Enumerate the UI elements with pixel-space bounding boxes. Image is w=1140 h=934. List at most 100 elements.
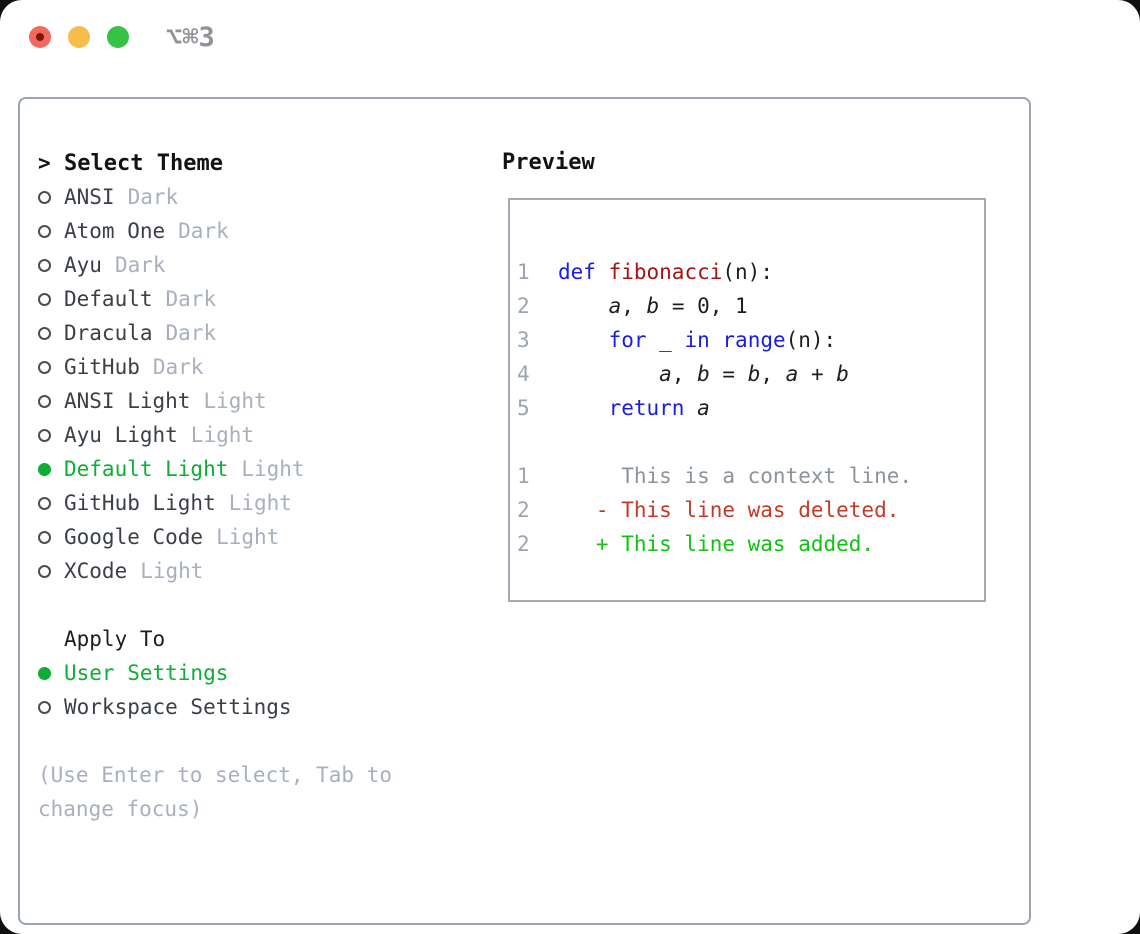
code-text: return a bbox=[558, 391, 710, 425]
preview-title: Preview bbox=[502, 150, 595, 175]
radio-circle bbox=[38, 666, 51, 680]
theme-option[interactable]: GitHub Dark bbox=[38, 350, 502, 384]
theme-name: Google Code bbox=[64, 525, 204, 549]
code-token: + bbox=[798, 362, 837, 386]
code-token: a bbox=[659, 362, 672, 386]
code-token: in bbox=[684, 328, 710, 352]
theme-variant: Light bbox=[241, 457, 305, 481]
code-token: for bbox=[608, 328, 647, 352]
theme-variant: Light bbox=[190, 423, 255, 447]
code-token: range bbox=[722, 328, 786, 352]
theme-option[interactable]: GitHub Light Light bbox=[38, 486, 502, 520]
radio-icon bbox=[38, 530, 64, 544]
code-text: a, b = b, a + b bbox=[558, 357, 849, 391]
line-number: 2 bbox=[517, 498, 530, 522]
radio-icon bbox=[38, 292, 64, 306]
radio-icon bbox=[38, 428, 64, 442]
radio-selected-icon bbox=[38, 666, 64, 680]
line-number: 4 bbox=[517, 362, 530, 386]
radio-icon bbox=[38, 258, 64, 272]
radio-circle bbox=[38, 326, 51, 340]
code-token: , bbox=[671, 362, 698, 386]
code-token: _ bbox=[646, 328, 685, 352]
radio-circle bbox=[38, 224, 51, 238]
zoom-button[interactable] bbox=[107, 26, 129, 48]
minimize-button[interactable] bbox=[68, 26, 90, 48]
code-token: = bbox=[709, 362, 748, 386]
theme-name: GitHub bbox=[64, 355, 140, 379]
theme-name: Dracula bbox=[64, 321, 153, 345]
code-token: fibonacci bbox=[608, 260, 723, 284]
unsaved-dot-icon bbox=[36, 33, 44, 41]
diff-preview: 1 This is a context line.2 - This line w… bbox=[517, 459, 984, 561]
code-text: def fibonacci(n): bbox=[558, 255, 773, 289]
theme-variant: Light bbox=[203, 389, 267, 413]
theme-variant: Light bbox=[216, 525, 280, 549]
theme-variant: Light bbox=[140, 559, 204, 583]
code-token: b bbox=[697, 362, 710, 386]
radio-circle bbox=[38, 190, 51, 204]
radio-circle bbox=[38, 700, 51, 714]
keyboard-hint: (Use Enter to select, Tab to change focu… bbox=[38, 763, 393, 821]
code-token bbox=[558, 362, 659, 386]
close-button[interactable] bbox=[29, 26, 51, 48]
radio-circle bbox=[38, 530, 51, 544]
theme-variant: Dark bbox=[178, 219, 229, 243]
theme-name: ANSI bbox=[64, 185, 115, 209]
code-token: a bbox=[697, 396, 710, 420]
code-text: for _ in range(n): bbox=[558, 323, 837, 357]
code-token bbox=[684, 396, 697, 420]
code-token: (n): bbox=[785, 328, 837, 352]
line-number: 3 bbox=[517, 328, 530, 352]
radio-selected-icon bbox=[38, 462, 64, 476]
line-number: 1 bbox=[517, 260, 530, 284]
theme-name: GitHub Light bbox=[64, 491, 216, 515]
radio-icon bbox=[38, 360, 64, 374]
select-theme-header: > Select Theme bbox=[38, 146, 502, 180]
theme-name: Default bbox=[64, 287, 153, 311]
apply-option-name: Workspace Settings bbox=[64, 695, 292, 719]
code-token: b bbox=[836, 362, 849, 386]
radio-circle bbox=[38, 462, 51, 476]
code-token bbox=[710, 328, 723, 352]
code-line: 3 for _ in range(n): bbox=[517, 323, 984, 357]
theme-variant: Light bbox=[228, 491, 292, 515]
code-token bbox=[558, 396, 609, 420]
apply-to-option[interactable]: Workspace Settings bbox=[38, 690, 502, 724]
diff-line-deleted: 2 - This line was deleted. bbox=[517, 493, 984, 527]
radio-circle bbox=[38, 394, 51, 408]
radio-icon bbox=[38, 224, 64, 238]
code-token bbox=[558, 294, 609, 318]
code-token: def bbox=[558, 260, 596, 284]
code-token: b bbox=[646, 294, 660, 318]
code-text: a, b = 0, 1 bbox=[558, 289, 748, 323]
prompt-icon: > bbox=[38, 151, 51, 175]
diff-text: - This line was deleted. bbox=[558, 498, 900, 522]
theme-variant: Dark bbox=[152, 355, 204, 379]
code-line: 4 a, b = b, a + b bbox=[517, 357, 984, 391]
apply-to-option[interactable]: User Settings bbox=[38, 656, 502, 690]
theme-option[interactable]: Google Code Light bbox=[38, 520, 502, 554]
diff-line-added: 2 + This line was added. bbox=[517, 527, 984, 561]
theme-name: Ayu bbox=[64, 253, 102, 277]
line-number: 2 bbox=[517, 294, 530, 318]
code-token: (n): bbox=[722, 260, 773, 284]
radio-circle bbox=[38, 360, 51, 374]
radio-icon bbox=[38, 496, 64, 510]
titlebar bbox=[29, 26, 129, 48]
page-title: Select Theme bbox=[64, 150, 223, 176]
diff-text: + This line was added. bbox=[558, 532, 875, 556]
